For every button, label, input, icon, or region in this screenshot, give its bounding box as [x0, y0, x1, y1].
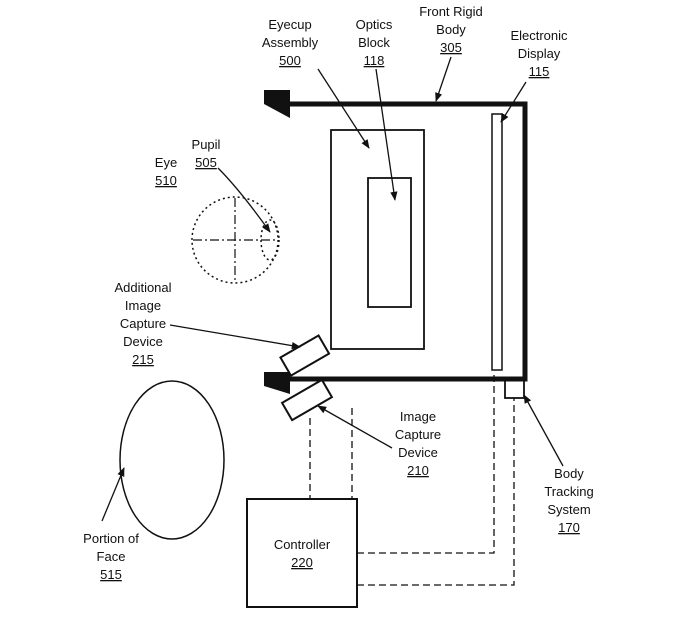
image-capture-label-1: Image [400, 409, 436, 424]
body-tracking-arrow [524, 395, 563, 466]
image-capture-label-2: Capture [395, 427, 441, 442]
front-body-label-1: Front Rigid [419, 4, 483, 19]
controller-box [247, 499, 357, 607]
labels: Eyecup Assembly 500 Optics Block 118 Fro… [83, 4, 594, 582]
additional-capture-label-3: Capture [120, 316, 166, 331]
display-label-2: Display [518, 46, 561, 61]
image-capture-label-3: Device [398, 445, 438, 460]
image-capture-number: 210 [407, 463, 429, 478]
eyecup-label-1: Eyecup [268, 17, 311, 32]
pupil-arrow [218, 168, 270, 232]
eye-number: 510 [155, 173, 177, 188]
portion-of-face [120, 381, 224, 539]
eye [192, 197, 279, 283]
additional-capture-label-2: Image [125, 298, 161, 313]
eye-label: Eye [155, 155, 177, 170]
eyecup-number: 500 [279, 53, 301, 68]
eyecup-arrow [318, 69, 369, 148]
optics-label-2: Block [358, 35, 390, 50]
controller-number: 220 [291, 555, 313, 570]
body-tracking-label-3: System [547, 502, 590, 517]
front-body-label-2: Body [436, 22, 466, 37]
optics-number: 118 [364, 53, 385, 68]
optics-label-1: Optics [356, 17, 393, 32]
body-tracking-number: 170 [558, 520, 580, 535]
display-number: 115 [529, 64, 550, 79]
housing-top-flange [264, 90, 290, 118]
additional-image-capture-device [280, 335, 329, 375]
electronic-display [492, 114, 502, 370]
body-tracking-system [505, 380, 524, 398]
front-body-arrow [436, 57, 451, 101]
optics-block [368, 178, 411, 307]
face-arrow [102, 468, 124, 521]
eyecup-label-2: Assembly [262, 35, 319, 50]
body-tracking-label-1: Body [554, 466, 584, 481]
face-number: 515 [100, 567, 122, 582]
front-body-number: 305 [440, 40, 462, 55]
pupil-number: 505 [195, 155, 217, 170]
additional-capture-number: 215 [132, 352, 154, 367]
pupil-label: Pupil [192, 137, 221, 152]
eyecup-assembly [331, 130, 424, 349]
image-capture-arrow [318, 406, 392, 448]
housing-bottom-flange [264, 372, 290, 394]
optics-arrow [376, 69, 395, 200]
controller-label: Controller [274, 537, 331, 552]
additional-capture-label-4: Device [123, 334, 163, 349]
face-label-2: Face [97, 549, 126, 564]
face-label-1: Portion of [83, 531, 139, 546]
additional-capture-label-1: Additional [114, 280, 171, 295]
body-tracking-label-2: Tracking [544, 484, 593, 499]
additional-capture-arrow [170, 325, 300, 347]
display-label-1: Electronic [510, 28, 568, 43]
connection-lines [310, 372, 514, 585]
